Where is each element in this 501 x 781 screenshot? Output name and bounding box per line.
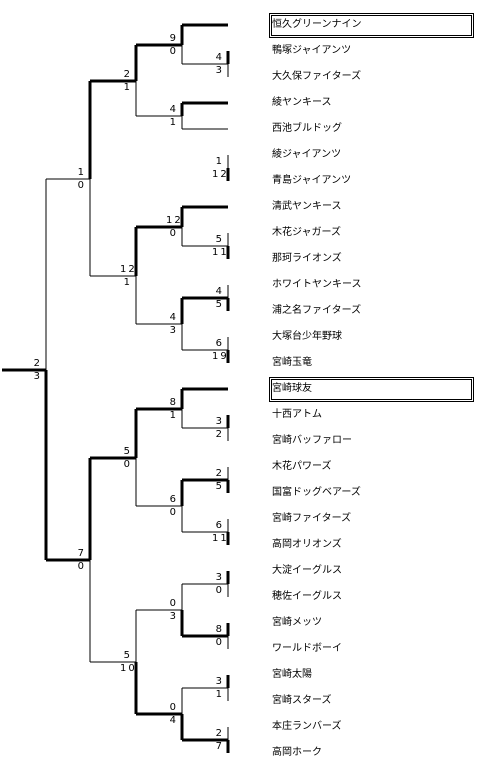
team-name: 綾ヤンキース [272, 97, 332, 108]
team-name: 国富ドッグベアーズ [272, 487, 361, 498]
match-score: 5 [215, 299, 224, 310]
team-name: 宮崎スターズ [272, 695, 332, 706]
match-score: 3 [169, 611, 178, 622]
match-score: 4 [215, 286, 224, 297]
match-score: 0 [169, 702, 178, 713]
match-score: 3 [215, 416, 224, 427]
match-score: 5 [123, 650, 132, 661]
match-score: 3 [215, 65, 224, 76]
team-name: 大塚台少年野球 [272, 331, 342, 342]
team-name: 宮崎バッファロー [272, 435, 352, 446]
team-name: 高岡ホーク [272, 747, 322, 758]
match-score: 1 [123, 82, 132, 93]
team-name: 恒久グリーンナイン [272, 19, 362, 30]
match-score: 3 [169, 325, 178, 336]
match-score: 5 [123, 446, 132, 457]
team-name: 宮崎球友 [272, 383, 312, 394]
match-score: 3 [215, 676, 224, 687]
team-name: 木花ジャガーズ [272, 227, 341, 238]
team-name: 西池ブルドッグ [272, 123, 342, 134]
match-score: 4 [169, 104, 178, 115]
team-name: 宮崎玉竜 [272, 357, 312, 368]
team-name: 那珂ライオンズ [272, 253, 342, 264]
champion-box [269, 13, 474, 38]
team-name: 大久保ファイターズ [272, 71, 362, 82]
team-name: ホワイトヤンキース [272, 279, 362, 290]
match-score: 0 [77, 561, 86, 572]
match-score: 0 [169, 598, 178, 609]
match-score: 2 [33, 358, 42, 369]
match-score: 2 [215, 468, 224, 479]
match-score: 2 [123, 69, 132, 80]
match-score: 0 [169, 228, 178, 239]
match-score: 5 [215, 481, 224, 492]
match-score: 0 [169, 507, 178, 518]
team-name: ワールドボーイ [272, 643, 342, 654]
match-score: 19 [212, 351, 229, 362]
team-name: 木花パワーズ [272, 461, 332, 472]
team-name: 宮崎太陽 [272, 669, 312, 680]
match-score: 11 [212, 247, 229, 258]
match-score: 1 [215, 156, 224, 167]
team-name: 青島ジャイアンツ [272, 175, 352, 186]
match-score: 1 [215, 689, 224, 700]
team-name: 鴨塚ジャイアンツ [272, 45, 352, 56]
match-score: 12 [212, 169, 229, 180]
match-score: 1 [169, 117, 178, 128]
match-score: 6 [169, 494, 178, 505]
match-score: 0 [77, 180, 86, 191]
team-name: 十西アトム [272, 409, 322, 420]
team-name: 清武ヤンキース [272, 201, 342, 212]
match-score: 9 [169, 33, 178, 44]
match-score: 1 [77, 167, 86, 178]
team-name: 本庄ランバーズ [272, 721, 342, 732]
match-score: 7 [77, 548, 86, 559]
match-score: 5 [215, 234, 224, 245]
match-score: 0 [215, 585, 224, 596]
match-score: 8 [169, 397, 178, 408]
match-score: 0 [123, 459, 132, 470]
match-score: 2 [215, 728, 224, 739]
match-score: 4 [169, 312, 178, 323]
team-name: 高岡オリオンズ [272, 539, 342, 550]
match-score: 4 [215, 52, 224, 63]
match-score: 8 [215, 624, 224, 635]
team-name: 大淀イーグルス [272, 565, 342, 576]
match-score: 2 [215, 429, 224, 440]
champion-box [269, 377, 474, 402]
match-score: 3 [215, 572, 224, 583]
match-score: 10 [120, 663, 137, 674]
match-score: 4 [169, 715, 178, 726]
match-score: 3 [33, 371, 42, 382]
team-name: 宮崎メッツ [272, 617, 322, 628]
match-score: 1 [123, 277, 132, 288]
match-score: 7 [215, 741, 224, 752]
team-name: 穂佐イーグルス [272, 591, 342, 602]
match-score: 0 [215, 637, 224, 648]
match-score: 12 [120, 264, 137, 275]
match-score: 12 [166, 215, 183, 226]
match-score: 1 [169, 410, 178, 421]
match-score: 6 [215, 520, 224, 531]
team-name: 綾ジャイアンツ [272, 149, 342, 160]
match-score: 6 [215, 338, 224, 349]
match-score: 11 [212, 533, 229, 544]
team-name: 宮崎ファイターズ [272, 513, 352, 524]
team-name: 浦之名ファイターズ [272, 305, 362, 316]
match-score: 0 [169, 46, 178, 57]
